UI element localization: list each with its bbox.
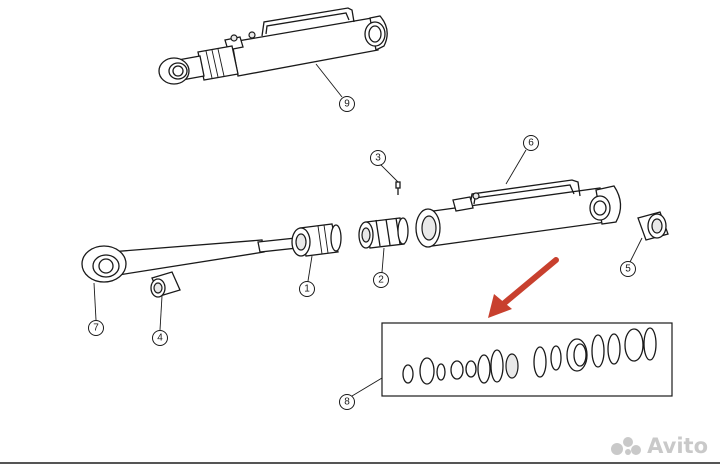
assembled-cylinder xyxy=(158,7,388,98)
callout-2: 2 xyxy=(373,272,389,288)
callout-8: 8 xyxy=(339,394,355,410)
callout-2-label: 2 xyxy=(378,275,384,286)
callout-7: 7 xyxy=(88,320,104,336)
bottom-divider xyxy=(0,462,720,464)
callout-6-label: 6 xyxy=(528,138,534,149)
callout-9-label: 9 xyxy=(344,99,350,110)
piston-rod xyxy=(81,237,298,321)
avito-watermark: Avito xyxy=(610,434,708,458)
piston xyxy=(358,217,409,273)
callout-4: 4 xyxy=(152,330,168,346)
watermark-text: Avito xyxy=(647,434,708,458)
callout-3: 3 xyxy=(370,150,386,166)
cylinder-barrel xyxy=(415,149,622,248)
callout-9: 9 xyxy=(339,96,355,112)
avito-dots-icon xyxy=(611,437,642,455)
callout-6: 6 xyxy=(523,135,539,151)
callout-5-label: 5 xyxy=(625,264,631,275)
callout-8-label: 8 xyxy=(344,397,350,408)
rod-bushing xyxy=(150,271,181,331)
callout-7-label: 7 xyxy=(93,323,99,334)
callout-4-label: 4 xyxy=(157,333,163,344)
callout-1-label: 1 xyxy=(304,284,310,295)
rear-bushing xyxy=(629,211,669,263)
grease-nipple xyxy=(379,163,401,195)
callout-1: 1 xyxy=(299,281,315,297)
red-arrow xyxy=(488,257,559,318)
seal-kit-box xyxy=(351,322,673,397)
callout-3-label: 3 xyxy=(375,153,381,164)
callout-5: 5 xyxy=(620,261,636,277)
gland xyxy=(291,223,342,282)
